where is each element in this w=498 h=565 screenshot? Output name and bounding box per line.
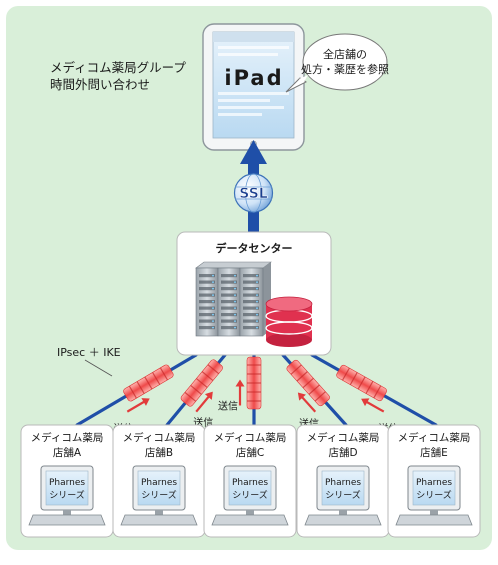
send-arrow-icon bbox=[361, 398, 385, 413]
send-arrow-icon bbox=[297, 392, 317, 413]
store-branch: 店舗C bbox=[236, 446, 264, 459]
screen-line: シリーズ bbox=[325, 489, 361, 501]
ssl-uplink: SSL bbox=[233, 140, 274, 232]
title-line-1: メディコム薬局グループ bbox=[50, 60, 186, 75]
screen-line: Pharnes bbox=[325, 478, 361, 488]
send-arrow-icon bbox=[195, 391, 213, 413]
bubble-line-1: 全店舗の bbox=[323, 47, 367, 61]
screen-line: シリーズ bbox=[232, 489, 268, 501]
store-branch: 店舗E bbox=[420, 446, 448, 459]
screen-line: Pharnes bbox=[416, 478, 452, 488]
store-name: メディコム薬局 bbox=[307, 431, 380, 444]
send-label: 送信 bbox=[218, 399, 238, 412]
bubble-line-2: 処方・薬歴を参照 bbox=[301, 62, 389, 76]
store-branch: 店舗B bbox=[145, 446, 173, 459]
vpn-label-leader bbox=[84, 359, 113, 377]
ipsec-tunnel bbox=[336, 364, 387, 402]
screen-line: Pharnes bbox=[49, 478, 85, 488]
screen-line: シリーズ bbox=[416, 489, 452, 501]
send-arrow-icon bbox=[235, 379, 245, 406]
store-name: メディコム薬局 bbox=[214, 431, 287, 444]
ipsec-tunnel bbox=[180, 359, 223, 407]
datacenter-box: データセンター bbox=[176, 231, 332, 356]
uplink-arrowhead bbox=[240, 140, 267, 164]
store-list: メディコム薬局店舗APharnesシリーズメディコム薬局店舗BPharnesシリ… bbox=[20, 424, 481, 538]
send-arrow-icon bbox=[126, 398, 150, 413]
store-branch: 店舗A bbox=[53, 446, 82, 459]
title-line-2: 時間外問い合わせ bbox=[50, 77, 150, 92]
speech-bubble: 全店舗の 処方・薬歴を参照 bbox=[285, 33, 389, 93]
store-name: メディコム薬局 bbox=[31, 431, 104, 444]
database-icon bbox=[265, 296, 313, 347]
ipsec-tunnel bbox=[123, 364, 174, 402]
vpn-label: IPsec ＋ IKE bbox=[57, 346, 121, 359]
ssl-label: SSL bbox=[239, 186, 268, 202]
ipad-device: iPad bbox=[202, 23, 305, 151]
store-name: メディコム薬局 bbox=[398, 431, 471, 444]
screen-line: シリーズ bbox=[49, 489, 85, 501]
store-name: メディコム薬局 bbox=[123, 431, 196, 444]
screen-line: Pharnes bbox=[141, 478, 177, 488]
server-rack-icon bbox=[195, 261, 272, 337]
screen-line: Pharnes bbox=[232, 478, 268, 488]
screen-line: シリーズ bbox=[141, 489, 177, 501]
ipad-label: iPad bbox=[224, 66, 283, 90]
store-branch: 店舗D bbox=[328, 446, 357, 459]
datacenter-label: データセンター bbox=[216, 241, 293, 255]
network-links: 送信送信送信送信送信 bbox=[75, 353, 438, 435]
ipsec-tunnel bbox=[246, 356, 262, 410]
ipsec-tunnel bbox=[286, 359, 330, 407]
